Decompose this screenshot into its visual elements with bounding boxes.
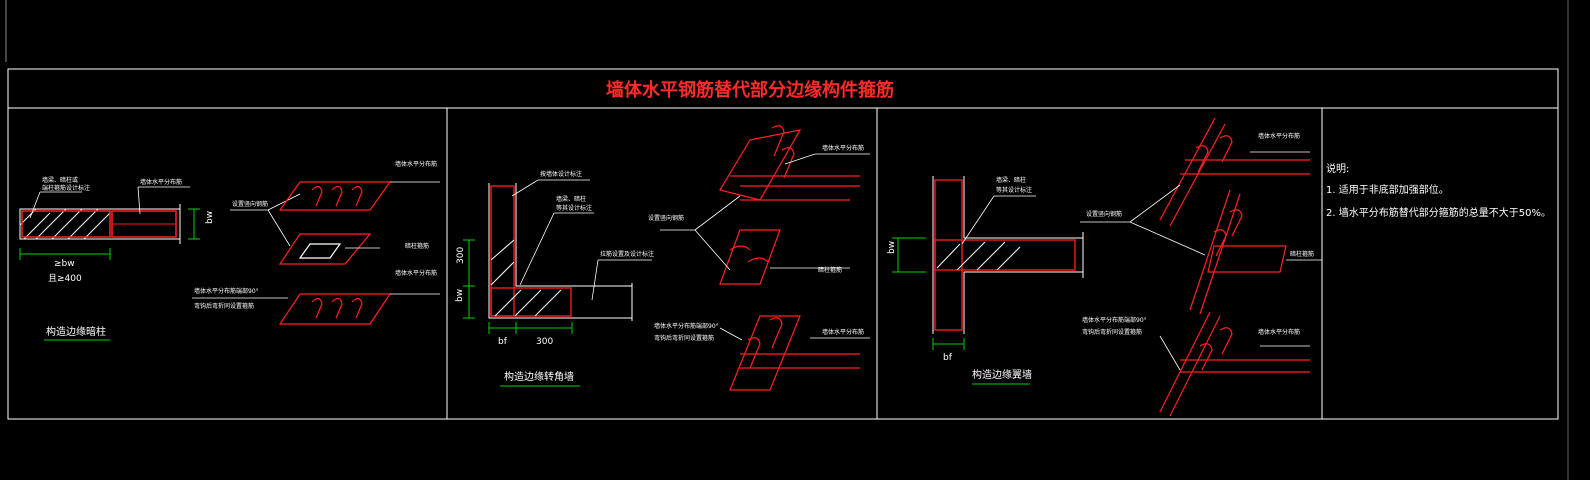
label-right-top: 墙体水平分布筋 [395,160,437,168]
drawing-title: 墙体水平钢筋替代部分边缘构件箍筋 [606,79,894,101]
label-p3-3: 设置竖向钢筋 [1086,210,1122,218]
label-p2-far-3: 暗柱箍筋 [818,266,842,274]
dim-bw-2: bw [455,289,465,302]
dim-300-v: 300 [456,247,466,264]
panel-wing-wall: bw bf 墙梁、暗柱 等其设计标注 构造边缘翼墙 设置竖向钢筋 墙体水 [887,117,1322,417]
label-p2-mid-1: 墙梁、暗柱 [556,195,586,203]
panel-corner-wall: 300 bw bf 300 按墙体设计标注 墙梁、暗柱 等其设计标注 拉筋设置及… [455,125,870,391]
label-p2-far-1: 墙体水平分布筋 [822,144,864,152]
panel1-caption: 构造边缘暗柱 [46,325,106,338]
dim-bf-2: bf [498,337,508,347]
label-beam-2: 端柱箍筋设计标注 [42,184,90,192]
label-p2-mid-2: 等其设计标注 [556,204,592,212]
label-wall-horiz: 墙体水平分布筋 [140,178,182,186]
label-p3-2: 等其设计标注 [996,186,1032,194]
label-tie: 暗柱箍筋 [405,242,429,250]
panel-edge-column: ≥bw 且≥400 bw 墙梁、暗柱或 端柱箍筋设计标注 墙体水平分布筋 设置竖… [19,160,440,341]
label-p3-6: 墙体水平分布筋端部90° [1082,316,1147,324]
label-beam-1: 墙梁、暗柱或 [42,176,78,184]
label-p3-5: 暗柱箍筋 [1290,250,1314,258]
label-p3-4: 墙体水平分布筋 [1258,132,1300,140]
dim-bw-3: bw [887,241,897,254]
dim-ge400: 且≥400 [48,273,82,284]
panel2-caption: 构造边缘转角墙 [504,370,574,383]
label-p2-far-6: 墙体水平分布筋 [822,328,864,336]
label-p2-right: 拉筋设置及设计标注 [600,250,654,258]
label-p3-8: 墙体水平分布筋 [1258,328,1300,336]
dim-bw: bw [205,211,215,224]
notes-item-2: 2. 墙水平分布筋替代部分箍筋的总量不大于50%。 [1326,206,1551,219]
dim-300-h: 300 [536,337,553,347]
drawing-frame [7,68,1559,420]
label-p3-1: 墙梁、暗柱 [996,176,1026,184]
notes-item-1: 1. 适用于非底部加强部位。 [1326,183,1449,196]
label-vert-hook: 设置竖向钢筋 [232,200,268,208]
label-anchor-1: 墙体水平分布筋端部90° [194,287,259,295]
notes-heading: 说明: [1326,162,1349,175]
label-p2-far-2: 设置竖向钢筋 [648,214,684,222]
label-right-bottom: 墙体水平分布筋 [395,269,437,277]
label-p2-far-5: 弯钩后弯折同设置箍筋 [654,334,714,342]
label-p2-far-4: 墙体水平分布筋端部90° [654,322,719,330]
label-anchor-2: 弯钩后弯折同设置箍筋 [194,302,254,310]
panel3-caption: 构造边缘翼墙 [972,368,1032,381]
label-p3-7: 弯钩后弯折同设置箍筋 [1082,328,1142,336]
dim-gebw: ≥bw [54,259,75,269]
label-p2-top: 按墙体设计标注 [540,170,582,178]
notes-panel: 说明: 1. 适用于非底部加强部位。 2. 墙水平分布筋替代部分箍筋的总量不大于… [1326,162,1551,219]
dim-bf-3: bf [943,353,953,363]
